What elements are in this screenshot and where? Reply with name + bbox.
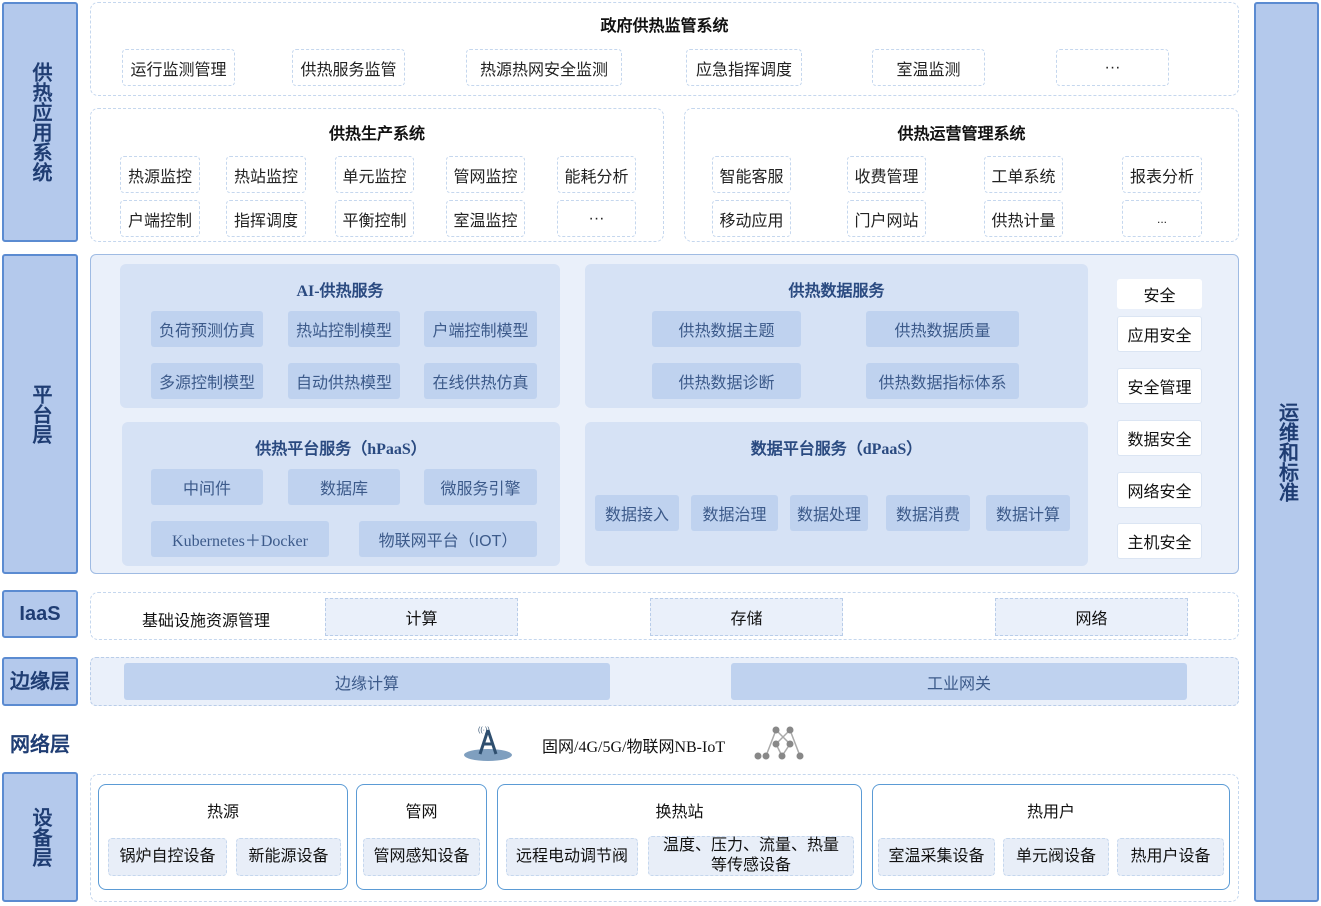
security-item: 安全管理 <box>1117 368 1202 404</box>
prod-item: 单元监控 <box>335 156 414 193</box>
hpaas-item: 微服务引擎 <box>424 469 537 505</box>
layer-label-platform: 平台层 <box>2 254 78 574</box>
iaas-label: 基础设施资源管理 <box>141 613 270 630</box>
dpaas-item: 数据处理 <box>790 495 868 531</box>
ai-item: 自动供热模型 <box>288 363 400 399</box>
hpaas-item: 物联网平台（IOT） <box>359 521 537 557</box>
gov-item: 供热服务监管 <box>292 49 405 86</box>
device-item: 温度、压力、流量、热量等传感设备 <box>648 836 854 876</box>
security-item: 网络安全 <box>1117 472 1202 508</box>
device-group-title: 热源 <box>206 804 239 821</box>
ai-item: 户端控制模型 <box>424 311 537 347</box>
edge-item: 边缘计算 <box>124 663 610 700</box>
prod-item: 管网监控 <box>446 156 525 193</box>
prod-item: ··· <box>557 200 636 237</box>
iaas-item: 网络 <box>995 598 1188 636</box>
prod-item: 室温监控 <box>446 200 525 237</box>
device-item: 新能源设备 <box>236 838 341 876</box>
dpaas-item: 数据消费 <box>886 495 970 531</box>
security-item: 应用安全 <box>1117 316 1202 352</box>
prod-item: 户端控制 <box>120 200 200 237</box>
device-item: 单元阀设备 <box>1003 838 1109 876</box>
gov-system-panel <box>90 2 1239 96</box>
device-item: 远程电动调节阀 <box>506 838 638 876</box>
iaas-item: 存储 <box>650 598 843 636</box>
hpaas-item: Kubernetes＋Docker <box>151 521 329 557</box>
data-service-item: 供热数据诊断 <box>652 363 801 399</box>
device-group-title: 热用户 <box>1026 804 1075 821</box>
dpaas-panel <box>585 422 1088 566</box>
edge-item: 工业网关 <box>731 663 1187 700</box>
hpaas-item: 数据库 <box>288 469 400 505</box>
layer-label-ops-standards: 运维和标准 <box>1254 2 1319 902</box>
operations-system-title: 供热运营管理系统 <box>897 126 1026 143</box>
operations-system-panel <box>684 108 1239 242</box>
ops-item: 智能客服 <box>712 156 791 193</box>
layer-label-iaas: IaaS <box>2 590 78 638</box>
dpaas-item: 数据计算 <box>986 495 1070 531</box>
ops-item: 移动应用 <box>712 200 791 237</box>
prod-item: 能耗分析 <box>557 156 636 193</box>
cell-tower-icon: ((·)) <box>450 722 520 766</box>
layer-label-network: 网络层 <box>10 734 70 756</box>
ai-item: 在线供热仿真 <box>424 363 537 399</box>
security-item: 数据安全 <box>1117 420 1202 456</box>
gov-item: 热源热网安全监测 <box>466 49 622 86</box>
layer-label-app: 供热应用系统 <box>2 2 78 242</box>
ai-item: 热站控制模型 <box>288 311 400 347</box>
prod-item: 平衡控制 <box>335 200 414 237</box>
dpaas-title: 数据平台服务（dPaaS） <box>750 441 923 458</box>
ops-item: 门户网站 <box>847 200 926 237</box>
production-system-panel <box>90 108 664 242</box>
ai-item: 负荷预测仿真 <box>151 311 263 347</box>
data-service-title: 供热数据服务 <box>788 283 885 300</box>
hpaas-title: 供热平台服务（hPaaS） <box>255 441 427 458</box>
iaas-panel <box>90 592 1239 640</box>
device-group-heat-source <box>98 784 348 890</box>
data-service-item: 供热数据质量 <box>866 311 1019 347</box>
dpaas-item: 数据治理 <box>691 495 778 531</box>
security-title: 安全 <box>1117 279 1202 309</box>
ops-item: 工单系统 <box>984 156 1063 193</box>
ai-service-title: AI-供热服务 <box>296 283 384 300</box>
gov-item: 室温监测 <box>872 49 985 86</box>
ops-item: 供热计量 <box>984 200 1063 237</box>
device-panel <box>90 774 1239 902</box>
data-service-item: 供热数据主题 <box>652 311 801 347</box>
prod-item: 热源监控 <box>120 156 200 193</box>
device-group-title: 换热站 <box>655 804 704 821</box>
dpaas-item: 数据接入 <box>595 495 679 531</box>
gov-item: 应急指挥调度 <box>686 49 802 86</box>
prod-item: 指挥调度 <box>226 200 306 237</box>
production-system-title: 供热生产系统 <box>328 126 425 143</box>
data-service-item: 供热数据指标体系 <box>866 363 1019 399</box>
device-group-heat-exchange-station <box>497 784 862 890</box>
device-item: 热用户设备 <box>1117 838 1224 876</box>
svg-text:((·)): ((·)) <box>478 727 490 734</box>
prod-item: 热站监控 <box>226 156 306 193</box>
layer-label-edge: 边缘层 <box>2 657 78 706</box>
device-group-title: 管网 <box>405 804 438 821</box>
ai-item: 多源控制模型 <box>151 363 263 399</box>
ops-item: 报表分析 <box>1122 156 1202 193</box>
network-topology-icon <box>752 722 812 766</box>
security-item: 主机安全 <box>1117 523 1202 559</box>
gov-item: 运行监测管理 <box>122 49 235 86</box>
network-text: 固网/4G/5G/物联网NB-IoT <box>542 739 726 756</box>
iaas-item: 计算 <box>325 598 518 636</box>
ops-item: ... <box>1122 200 1202 237</box>
device-item: 锅炉自控设备 <box>108 838 227 876</box>
device-group-pipe-network <box>356 784 487 890</box>
hpaas-item: 中间件 <box>151 469 263 505</box>
device-item: 管网感知设备 <box>363 838 480 876</box>
ops-item: 收费管理 <box>847 156 926 193</box>
gov-item: ··· <box>1056 49 1169 86</box>
device-group-heat-users <box>872 784 1230 890</box>
gov-system-title: 政府供热监管系统 <box>600 18 729 35</box>
layer-label-device: 设备层 <box>2 772 78 902</box>
device-item: 室温采集设备 <box>878 838 995 876</box>
